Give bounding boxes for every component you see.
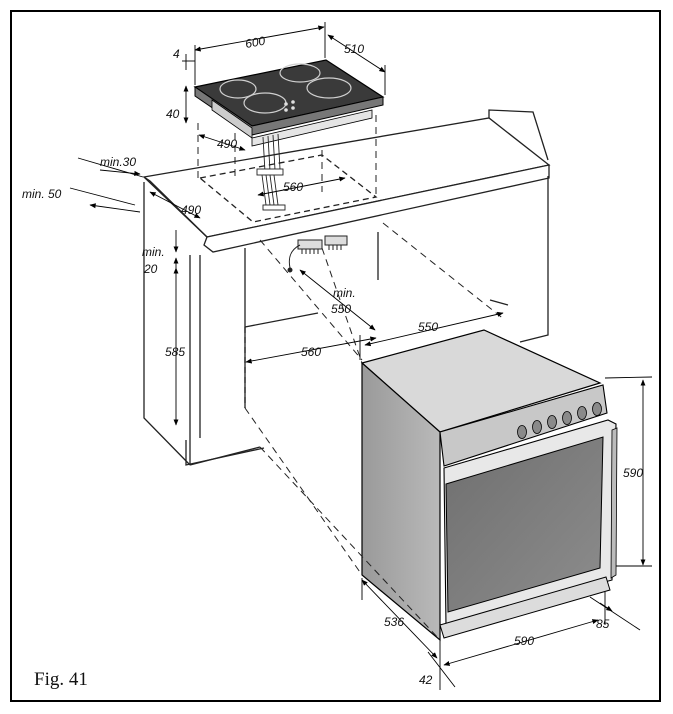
label-gap-value: 20 xyxy=(143,262,158,276)
label-oven-top-depth: 550 xyxy=(418,320,438,334)
hob xyxy=(193,59,385,147)
label-hob-glass: 4 xyxy=(173,47,180,61)
label-niche-depth-value: 550 xyxy=(331,302,351,316)
label-hob-width: 600 xyxy=(244,34,266,51)
label-oven-front-depth: 85 xyxy=(596,617,610,631)
label-cabinet-depth: 490 xyxy=(181,203,201,217)
figure-caption: Fig. 41 xyxy=(34,669,88,690)
kitchen-cabinet xyxy=(142,109,551,466)
dimension-lines xyxy=(69,22,653,690)
label-rear-min: min.30 xyxy=(100,155,136,169)
label-cutout-depth: 490 xyxy=(217,137,237,151)
label-hob-depth: 510 xyxy=(344,42,364,56)
label-oven-front-width: 590 xyxy=(514,634,534,648)
label-niche-width: 560 xyxy=(301,345,321,359)
label-oven-front-offset: 42 xyxy=(419,673,433,687)
label-cutout-width: 560 xyxy=(283,180,303,194)
label-oven-front-height: 590 xyxy=(623,466,643,480)
dimension-labels: 600 510 4 40 490 560 min.30 min. 50 490 … xyxy=(22,34,643,687)
label-hob-height: 40 xyxy=(166,107,180,121)
oven xyxy=(360,329,618,642)
label-niche-depth-min: min. xyxy=(333,286,356,300)
label-gap-min: min. xyxy=(142,245,165,259)
label-oven-body-depth: 536 xyxy=(384,615,404,629)
connector-block xyxy=(287,235,348,273)
label-niche-height: 585 xyxy=(165,345,185,359)
label-front-min: min. 50 xyxy=(22,187,62,201)
